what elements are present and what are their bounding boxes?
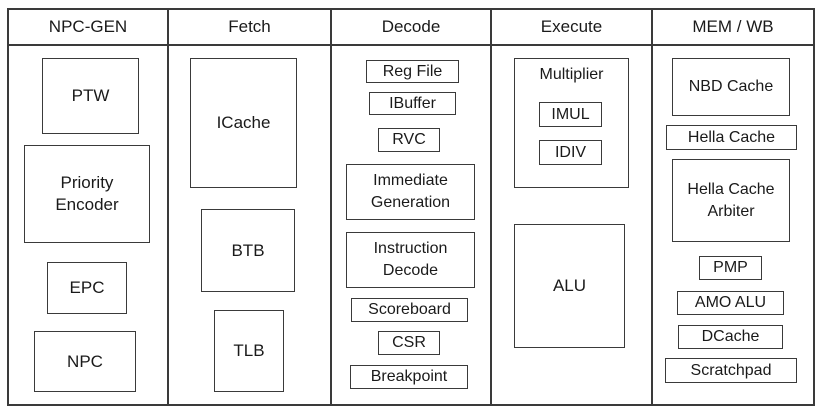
stage-header-npc-gen: NPC-GEN [48, 17, 128, 36]
block-csr: CSR [378, 331, 440, 355]
block-hella-cache-arbiter: Hella Cache Arbiter [672, 159, 790, 242]
block-multiplier: Multiplier [514, 58, 629, 188]
block-ibuffer: IBuffer [369, 92, 456, 115]
block-epc: EPC [47, 262, 127, 314]
block-pmp-label: PMP [713, 259, 748, 276]
block-btb-label: BTB [231, 240, 265, 260]
column-divider-4 [651, 8, 653, 406]
block-alu-label: ALU [552, 276, 587, 295]
block-dcache-label: DCache [701, 328, 760, 345]
block-amo-alu: AMO ALU [677, 291, 784, 315]
block-immediate-generation: Immediate Generation [346, 164, 475, 220]
block-priority-encoder: Priority Encoder [24, 145, 150, 243]
block-icache: ICache [190, 58, 297, 188]
stage-header-execute: Execute [540, 17, 603, 36]
block-ibuffer-label: IBuffer [389, 94, 436, 112]
block-reg-file: Reg File [366, 60, 459, 83]
block-npc-label: NPC [67, 351, 103, 371]
block-rvc: RVC [378, 128, 440, 152]
block-scratchpad: Scratchpad [665, 358, 797, 383]
block-idiv-label: IDIV [554, 143, 587, 161]
block-nbd-cache-label: NBD Cache [688, 78, 774, 95]
block-hella-cache: Hella Cache [666, 125, 797, 150]
block-ptw-label: PTW [71, 86, 110, 105]
column-divider-2 [330, 8, 332, 406]
block-btb: BTB [201, 209, 295, 292]
block-dcache: DCache [678, 325, 783, 349]
block-reg-file-label: Reg File [382, 62, 443, 80]
block-instruction-decode: Instruction Decode [346, 232, 475, 288]
block-csr-label: CSR [392, 334, 426, 351]
block-priority-encoder-label: Priority Encoder [55, 173, 119, 214]
block-pmp: PMP [699, 256, 762, 280]
stage-header-fetch: Fetch [228, 17, 271, 36]
column-divider-1 [167, 8, 169, 406]
block-tlb: TLB [214, 310, 284, 392]
block-breakpoint-label: Breakpoint [370, 368, 448, 385]
block-immediate-generation-label: Immediate Generation [370, 172, 451, 211]
block-tlb-label: TLB [233, 341, 265, 360]
block-idiv: IDIV [539, 140, 602, 165]
block-hella-cache-arbiter-label: Hella Cache Arbiter [687, 180, 775, 220]
stage-header-mem-wb: MEM / WB [692, 17, 774, 36]
pipeline-diagram-frame [7, 8, 815, 406]
stage-header-decode: Decode [381, 17, 441, 36]
block-scoreboard-label: Scoreboard [368, 301, 451, 318]
block-multiplier-label: Multiplier [539, 66, 604, 83]
block-hella-cache-label: Hella Cache [687, 128, 776, 146]
header-divider [7, 44, 815, 46]
block-amo-alu-label: AMO ALU [694, 294, 767, 311]
block-npc: NPC [34, 331, 136, 392]
block-breakpoint: Breakpoint [350, 365, 468, 389]
block-imul: IMUL [539, 102, 602, 127]
block-instruction-decode-label: Instruction Decode [373, 240, 448, 279]
block-ptw: PTW [42, 58, 139, 134]
block-icache-label: ICache [216, 113, 271, 132]
block-alu: ALU [514, 224, 625, 348]
column-divider-3 [490, 8, 492, 406]
block-nbd-cache: NBD Cache [672, 58, 790, 116]
block-epc-label: EPC [69, 278, 105, 297]
block-imul-label: IMUL [551, 105, 590, 123]
block-scratchpad-label: Scratchpad [690, 361, 772, 379]
block-rvc-label: RVC [392, 131, 426, 148]
block-scoreboard: Scoreboard [351, 298, 468, 322]
